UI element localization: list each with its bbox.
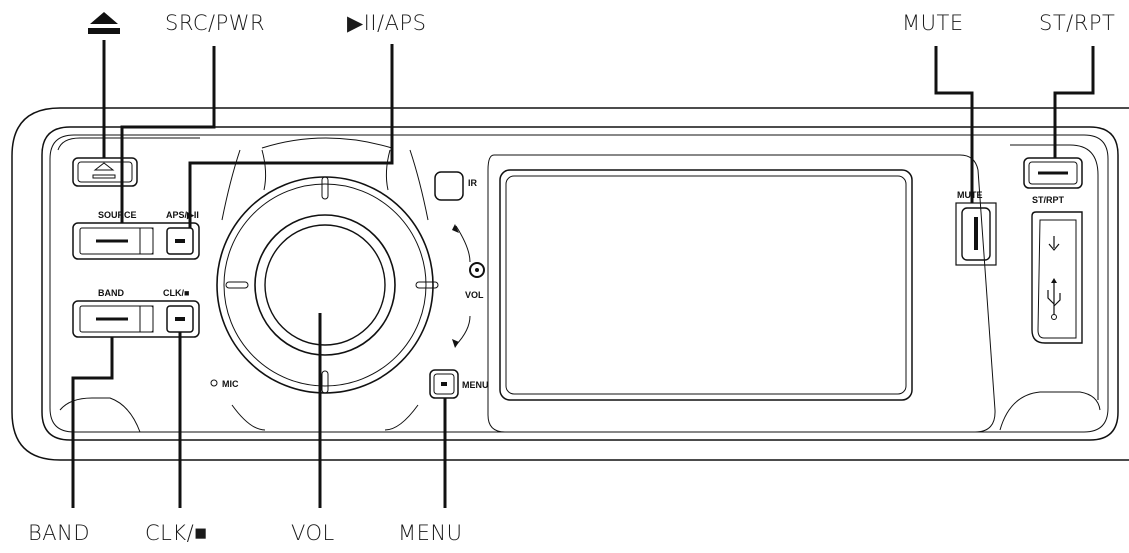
- ir-button[interactable]: IR: [434, 171, 478, 201]
- band-button[interactable]: [72, 300, 200, 338]
- callout-src-pwr: SRC/PWR: [165, 11, 265, 35]
- eject-callout-icon: [88, 12, 120, 34]
- panel-label-ir: IR: [468, 178, 478, 188]
- menu-button[interactable]: MENU: [429, 369, 489, 399]
- callout-st-rpt: ST/RPT: [1039, 11, 1115, 35]
- panel-label-vol: VOL: [465, 290, 484, 300]
- clk-stop-button[interactable]: [166, 305, 194, 333]
- callout-vol: VOL: [291, 521, 335, 545]
- st-rpt-button[interactable]: ST/RPT: [1023, 157, 1083, 205]
- panel-label-band: BAND: [98, 288, 124, 298]
- vol-indicator: VOL: [452, 224, 485, 348]
- panel-label-source: SOURCE: [98, 210, 137, 220]
- panel-label-clk: CLK/■: [163, 288, 189, 298]
- eject-button[interactable]: [72, 157, 138, 187]
- panel-label-mute: MUTE: [957, 190, 983, 200]
- eject-callout: [88, 12, 120, 34]
- display-screen: [487, 154, 996, 433]
- arrow-down-icon: [1048, 236, 1060, 251]
- volume-knob-assembly[interactable]: [216, 137, 439, 431]
- mute-button[interactable]: MUTE: [955, 190, 997, 266]
- usb-icon: [1047, 278, 1061, 320]
- usb-cover[interactable]: [1031, 211, 1083, 344]
- source-button[interactable]: [72, 222, 200, 260]
- eject-icon: [92, 162, 116, 179]
- callout-menu: MENU: [398, 521, 462, 545]
- panel-label-aps: APS/▶II: [166, 210, 199, 220]
- callout-clk: CLK/■: [145, 521, 207, 545]
- aps-play-pause-button[interactable]: [166, 227, 194, 255]
- panel-label-menu: MENU: [462, 380, 489, 390]
- callout-band: BAND: [28, 521, 90, 545]
- panel-label-mic: MIC: [222, 379, 239, 389]
- callout-mute: MUTE: [902, 11, 964, 35]
- mic-indicator: MIC: [210, 379, 239, 389]
- panel-label-st-rpt: ST/RPT: [1032, 195, 1065, 205]
- leader-lines: [71, 40, 1095, 508]
- callout-play-aps: ▶II/APS: [347, 11, 426, 35]
